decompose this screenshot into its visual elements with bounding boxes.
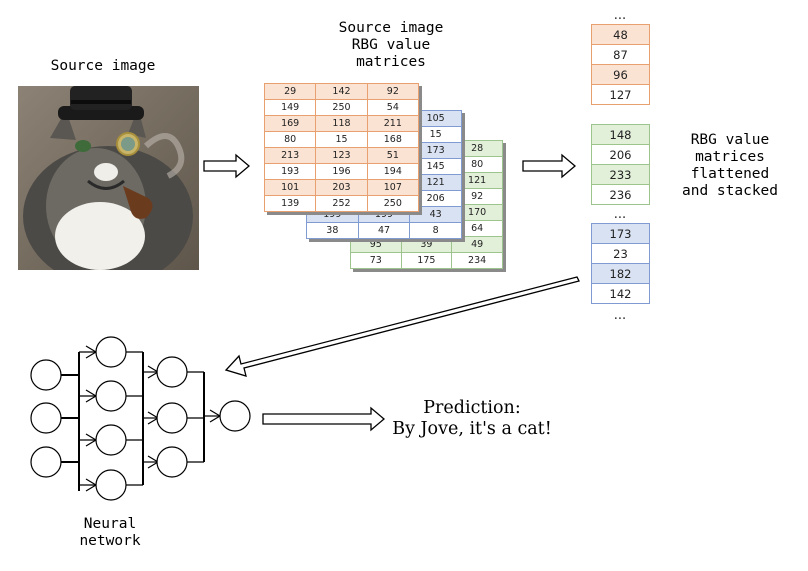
matrix-cell: 105: [409, 110, 462, 127]
hidden-node: [156, 446, 188, 478]
matrix-cell: 194: [366, 163, 420, 180]
matrix-cell: 101: [263, 179, 317, 196]
matrix-cell: 142: [315, 83, 368, 100]
stack-blue-values: 173 23 182 142: [591, 223, 650, 304]
prediction-result: By Jove, it's a cat!: [392, 419, 552, 439]
stack-cell: 96: [591, 64, 650, 85]
stack-cell: 148: [591, 124, 650, 145]
matrix-cell: 43: [409, 206, 462, 223]
matrix-cell: 211: [366, 115, 420, 132]
stack-cell: 236: [591, 184, 650, 205]
matrix-cell: 169: [263, 115, 317, 132]
arrow-image-to-matrices-icon: [203, 153, 251, 179]
ellipsis: ...: [613, 308, 627, 323]
matrix-cell: 213: [263, 147, 317, 164]
rgb-matrices-label: Source image RBG value matrices: [338, 20, 444, 70]
flattened-stacked-label: RBG value matrices flattened and stacked: [681, 132, 779, 199]
neural-network-icon: [30, 336, 251, 501]
matrix-cell: 121: [409, 174, 462, 191]
neural-network-label: Neural network: [79, 516, 141, 549]
stack-cell: 142: [591, 283, 650, 304]
prediction-text: Prediction: By Jove, it's a cat!: [372, 398, 572, 440]
stack-cell: 182: [591, 263, 650, 284]
matrix-cell: 139: [263, 195, 317, 212]
matrix-cell: 49: [451, 236, 503, 253]
matrix-cell: 39: [400, 236, 453, 253]
stack-cell: 23: [591, 243, 650, 264]
arrow-network-to-prediction-icon: [262, 406, 386, 432]
matrix-cell: 95: [350, 236, 402, 253]
hidden-node: [95, 424, 127, 456]
source-image-label: Source image: [50, 58, 156, 74]
hidden-node: [95, 469, 127, 501]
stack-red-values: 48 87 96 127: [591, 24, 650, 105]
output-node: [219, 400, 251, 432]
matrix-cell: 92: [366, 83, 420, 100]
input-node: [30, 359, 62, 391]
hidden-node: [95, 380, 127, 412]
matrix-cell: 28: [451, 140, 503, 157]
matrix-cell: 8: [409, 222, 462, 239]
matrix-cell: 250: [366, 195, 420, 212]
arrow-matrices-to-stack-icon: [522, 153, 577, 179]
matrix-cell: 118: [315, 115, 368, 132]
stack-green-values: 148 206 233 236: [591, 124, 650, 205]
matrix-cell: 234: [451, 252, 503, 269]
arrow-stack-to-network-icon: [224, 276, 580, 377]
hidden-node: [95, 336, 127, 368]
matrix-cell: 203: [315, 179, 368, 196]
hidden-node: [156, 402, 188, 434]
input-node: [30, 446, 62, 478]
cat-photo: [18, 86, 199, 270]
ellipsis: ...: [613, 207, 627, 222]
input-node: [30, 402, 62, 434]
matrix-cell: 107: [366, 179, 420, 196]
matrix-cell: 47: [357, 222, 411, 239]
hidden-node: [156, 356, 188, 388]
prediction-title: Prediction:: [423, 398, 521, 418]
stack-cell: 127: [591, 84, 650, 105]
stack-cell: 206: [591, 144, 650, 165]
ellipsis: ...: [613, 8, 627, 23]
matrix-cell: 252: [315, 195, 368, 212]
